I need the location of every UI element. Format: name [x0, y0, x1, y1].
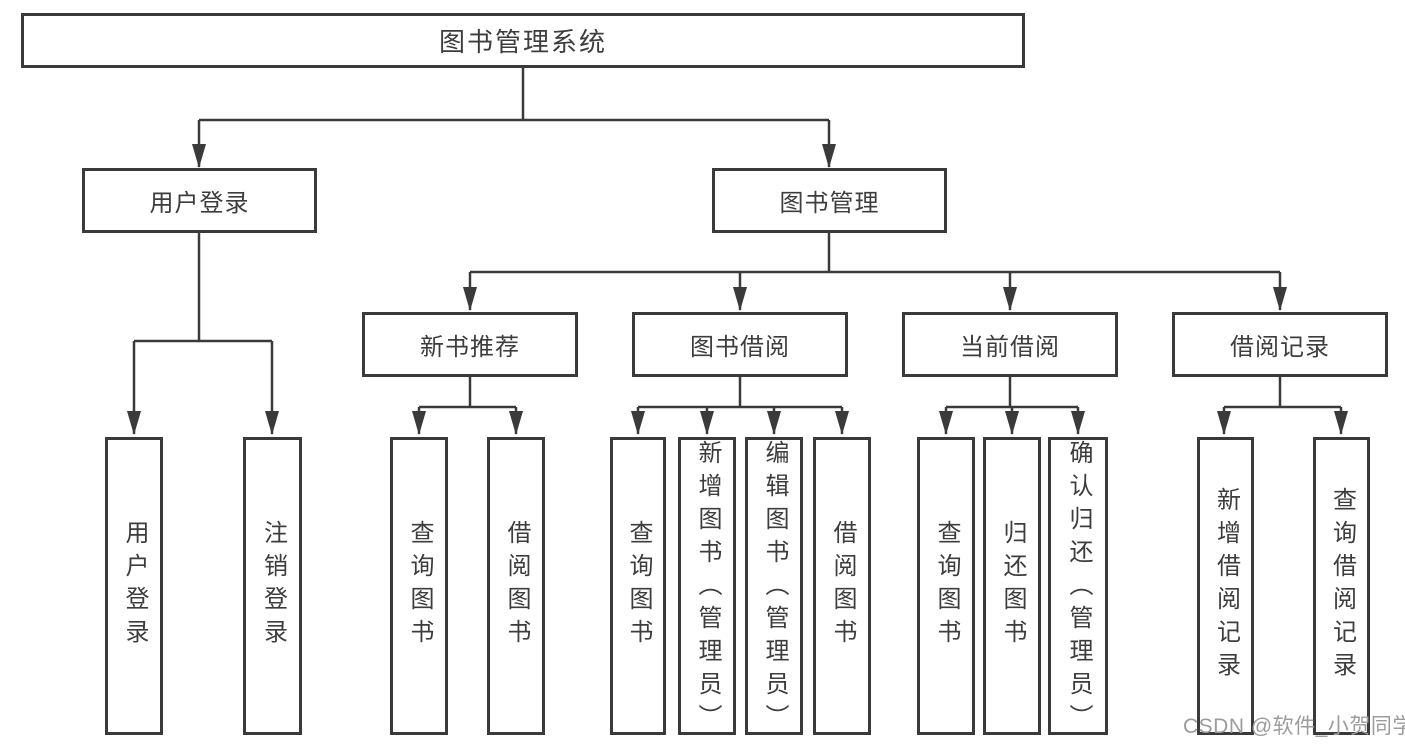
leaf-logout-label: 注销登录 [259, 520, 287, 652]
node-user-login: 用户登录 [82, 168, 317, 233]
leaf-confirm-return-admin: 确认归还（管理员） [1048, 437, 1108, 737]
leaf-edit-book-admin: 编辑图书（管理员） [745, 437, 803, 737]
leaf-borrow-query-books-label: 查询图书 [625, 520, 652, 652]
node-library-management-system: 图书管理系统 [21, 13, 1025, 68]
leaf-borrow-borrow-books: 借阅图书 [813, 437, 871, 735]
leaf-return-books: 归还图书 [983, 437, 1041, 735]
leaf-recommend-query-books-label: 查询图书 [406, 520, 433, 652]
node-current-borrow: 当前借阅 [902, 312, 1118, 377]
leaf-recommend-query-books: 查询图书 [390, 437, 448, 735]
leaf-add-borrow-record: 新增借阅记录 [1197, 437, 1254, 735]
node-borrow-records: 借阅记录 [1172, 312, 1388, 377]
csdn-watermark: CSDN @软件_小贺同学 [1183, 715, 1405, 738]
leaf-recommend-borrow-books-label: 借阅图书 [503, 520, 530, 652]
leaf-confirm-return-admin-label: 确认归还（管理员） [1065, 440, 1092, 737]
leaf-user-login-label: 用户登录 [121, 520, 148, 652]
node-new-book-recommend: 新书推荐 [362, 312, 578, 377]
leaf-query-borrow-record: 查询借阅记录 [1313, 437, 1370, 735]
leaf-return-books-label: 归还图书 [999, 520, 1026, 652]
leaf-add-borrow-record-label: 新增借阅记录 [1212, 487, 1240, 685]
leaf-borrow-query-books: 查询图书 [610, 437, 666, 735]
leaf-borrow-borrow-books-label: 借阅图书 [829, 520, 856, 652]
node-book-management: 图书管理 [712, 168, 947, 233]
leaf-logout: 注销登录 [243, 437, 302, 735]
leaf-current-query-books: 查询图书 [917, 437, 975, 735]
leaf-user-login: 用户登录 [105, 437, 163, 735]
leaf-current-query-books-label: 查询图书 [933, 520, 960, 652]
leaf-query-borrow-record-label: 查询借阅记录 [1328, 487, 1356, 685]
leaf-edit-book-admin-label: 编辑图书（管理员） [761, 440, 788, 737]
leaf-recommend-borrow-books: 借阅图书 [487, 437, 545, 735]
leaf-add-book-admin: 新增图书（管理员） [678, 437, 736, 737]
leaf-add-book-admin-label: 新增图书（管理员） [694, 440, 721, 737]
node-book-borrow: 图书借阅 [632, 312, 848, 377]
